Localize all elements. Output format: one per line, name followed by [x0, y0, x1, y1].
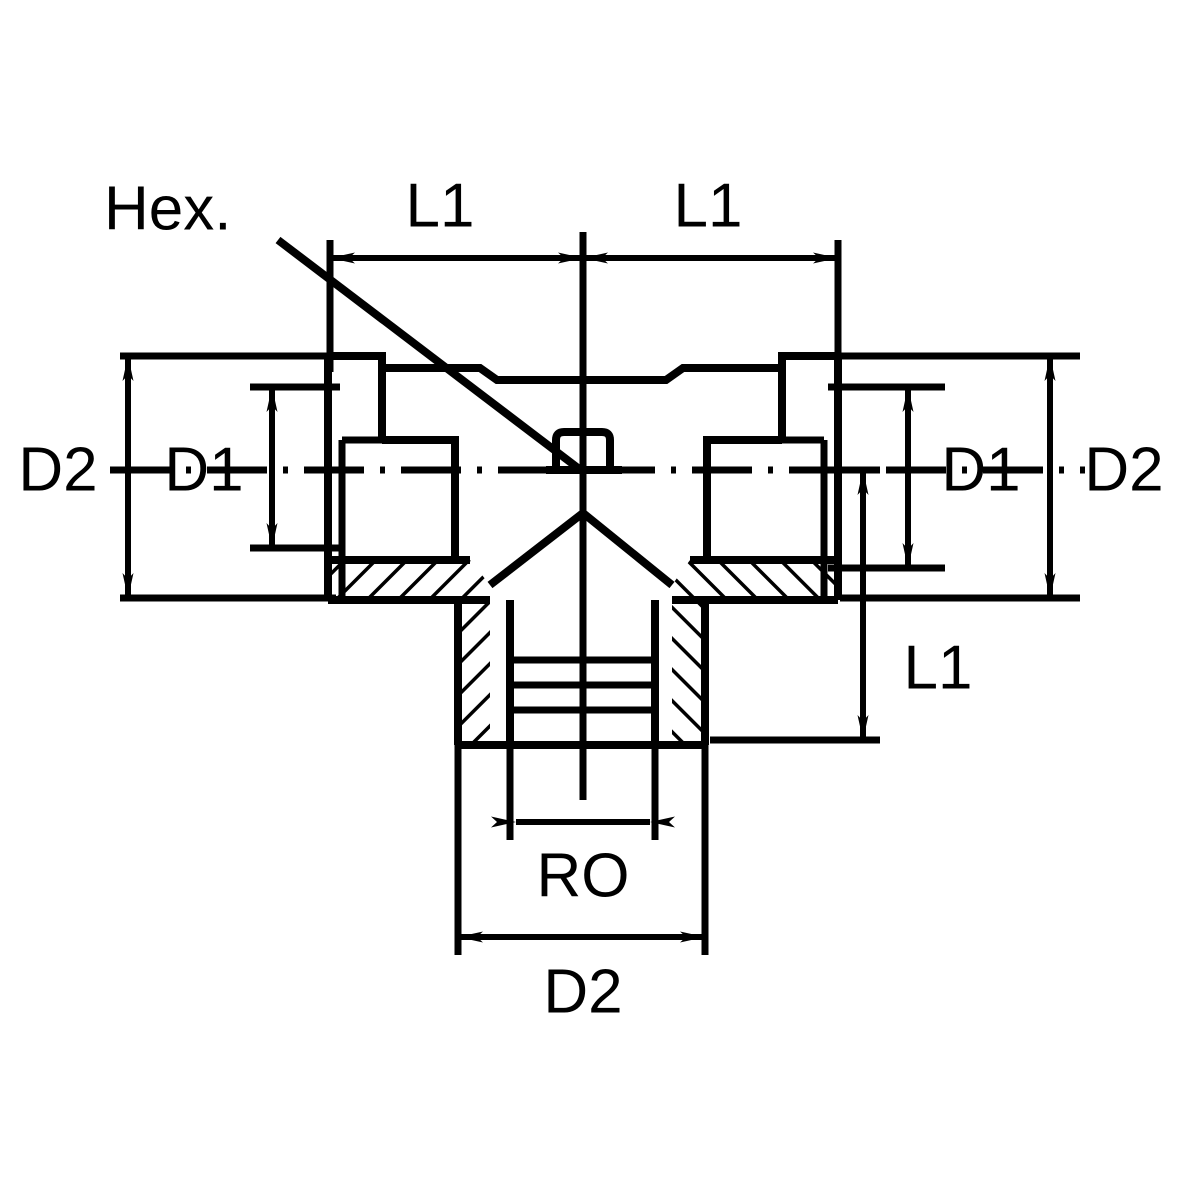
- d1-right-label: D1: [941, 435, 1020, 504]
- dim-left-vertical: [120, 352, 340, 602]
- d2-right-label: D2: [1084, 435, 1163, 504]
- l1-top-left-label: L1: [406, 171, 475, 240]
- d2-left-label: D2: [18, 435, 97, 504]
- dim-bottom: [454, 745, 709, 955]
- right-run-bottom-wall-hatch: [672, 560, 838, 600]
- d1-left-label: D1: [164, 435, 243, 504]
- right-cavity-cut-face: [703, 436, 782, 560]
- l1-top-right-label: L1: [674, 171, 743, 240]
- dimension-labels: Hex. L1 L1 D2 D1 D1 D2 L1 RO D2: [18, 171, 1163, 1026]
- dim-l1-vertical: [710, 466, 880, 744]
- branch-left-wall-hatch: [458, 600, 490, 745]
- dim-l1-top: [326, 240, 842, 372]
- hex-label: Hex.: [104, 174, 231, 243]
- l1-vertical-label: L1: [904, 633, 973, 702]
- ro-label: RO: [537, 841, 630, 910]
- left-run-bottom-wall-hatch: [328, 560, 490, 600]
- left-cavity-cut-face: [382, 436, 459, 560]
- d2-bottom-label: D2: [543, 957, 622, 1026]
- dim-right-vertical: [828, 352, 1080, 602]
- centerlines: [110, 232, 1085, 800]
- hex-boss: [552, 428, 614, 474]
- branch-right-wall-hatch: [672, 600, 705, 745]
